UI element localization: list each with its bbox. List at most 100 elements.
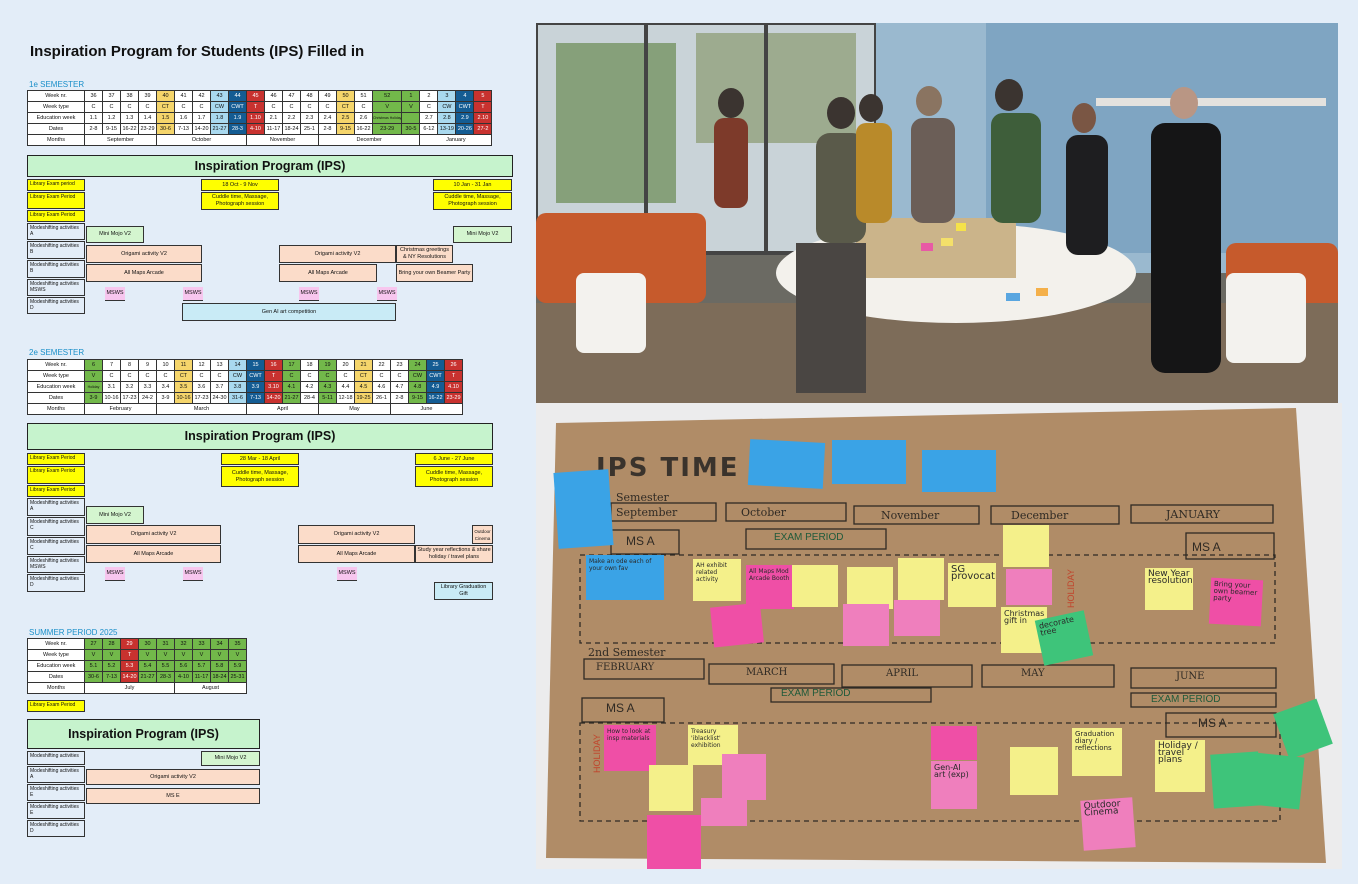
calendar-cell: V xyxy=(102,649,121,661)
exam-period-1: 28 Mar - 18 April xyxy=(221,453,299,465)
sticky-note-sg: SG provocation xyxy=(948,563,996,607)
exam-row-label: Library Exam Period xyxy=(27,700,85,712)
exam-period-2: 6 June - 27 June xyxy=(415,453,493,465)
calendar-cell: 9 xyxy=(138,359,157,371)
sticky-note xyxy=(647,815,701,869)
calendar-cell: 6 xyxy=(84,359,103,371)
calendar-cell: CW xyxy=(210,101,229,113)
calendar-cell: CWT xyxy=(246,370,265,382)
calendar-row-label: Week nr. xyxy=(27,359,85,371)
calendar-cell: C xyxy=(300,370,319,382)
sticky-note xyxy=(1006,569,1052,605)
sticky-note xyxy=(832,440,906,484)
board-month-label: JUNE xyxy=(1176,671,1205,682)
calendar-cell: 4 xyxy=(455,90,475,102)
mini-mojo-block: Mini Mojo V2 xyxy=(201,751,260,766)
calendar-cell: V xyxy=(192,649,211,661)
calendar-row-label: Education week xyxy=(27,660,85,672)
calendar-month: April xyxy=(246,403,319,415)
calendar-cell: 3.4 xyxy=(156,381,175,393)
workshop-photo xyxy=(536,23,1338,403)
calendar-cell: 1.4 xyxy=(138,112,157,124)
calendar-cell: 28-4 xyxy=(300,392,319,404)
arcade-block: All Maps Arcade xyxy=(298,545,415,563)
activity-row-label: Library Exam period xyxy=(27,179,85,191)
mini-mojo-block: Mini Mojo V2 xyxy=(86,226,144,243)
calendar-cell: 46 xyxy=(264,90,283,102)
calendar-cell: C xyxy=(174,101,193,113)
calendar-cell: C xyxy=(138,101,157,113)
calendar-cell: 1 xyxy=(401,90,421,102)
activity-row-label: Modeshifting activities D xyxy=(27,574,85,592)
calendar-cell: CT xyxy=(336,101,355,113)
arcade-block: All Maps Arcade xyxy=(279,264,377,282)
calendar-cell: 31-6 xyxy=(228,392,247,404)
calendar-cell: C xyxy=(318,370,337,382)
calendar-cell: 28-3 xyxy=(228,123,247,135)
calendar-cell: 3-9 xyxy=(84,392,103,404)
calendar-cell: 3 xyxy=(437,90,457,102)
calendar-cell: 1.9 xyxy=(228,112,247,124)
calendar-month: March xyxy=(156,403,247,415)
calendar-cell: 10-16 xyxy=(174,392,193,404)
calendar-cell: 32 xyxy=(174,638,193,650)
calendar-cell: 5.1 xyxy=(84,660,103,672)
calendar-cell: 21-27 xyxy=(138,671,157,683)
calendar-cell: 14-20 xyxy=(192,123,211,135)
calendar-cell: 25-1 xyxy=(300,123,319,135)
calendar-cell: 24 xyxy=(408,359,427,371)
calendar-cell: 11-17 xyxy=(264,123,283,135)
calendar-cell: 23-29 xyxy=(444,392,463,404)
calendar-cell: 1.3 xyxy=(120,112,139,124)
calendar-cell: 3-9 xyxy=(156,392,175,404)
calendar-cell: 2.4 xyxy=(318,112,337,124)
calendar-cell: 4.2 xyxy=(300,381,319,393)
calendar-cell: 11 xyxy=(174,359,193,371)
calendar-cell xyxy=(401,112,421,124)
calendar-row-label: Months xyxy=(27,682,85,694)
calendar-cell: 7-13 xyxy=(174,123,193,135)
calendar-cell: 2.2 xyxy=(282,112,301,124)
board-month-label: October xyxy=(741,506,787,519)
calendar-cell: 38 xyxy=(120,90,139,102)
calendar-cell: C xyxy=(390,370,409,382)
board-title: IPS TIME xyxy=(596,453,740,483)
calendar-cell: 4-10 xyxy=(174,671,193,683)
calendar-cell: Christmas Holiday xyxy=(371,112,403,124)
sticky-note xyxy=(922,450,996,492)
activity-row-label: Library Exam Period xyxy=(27,210,85,222)
calendar-row-label: Dates xyxy=(27,392,85,404)
calendar-cell: 14-20 xyxy=(120,671,139,683)
sticky-note xyxy=(1249,752,1305,810)
calendar-cell: T xyxy=(120,649,139,661)
calendar-row-label: Education week xyxy=(27,381,85,393)
calendar-cell: 7-13 xyxy=(246,392,265,404)
activity-row-label: Modeshifting activities xyxy=(27,751,85,765)
calendar-row-label: Months xyxy=(27,134,85,146)
calendar-cell: C xyxy=(282,370,301,382)
sticky-note xyxy=(847,567,893,609)
calendar-cell: C xyxy=(120,101,139,113)
arcade-block: All Maps Arcade xyxy=(86,545,221,563)
board-month-label: November xyxy=(881,509,940,522)
gen-ai-block: Gen AI art competition xyxy=(182,303,396,321)
sticky-note xyxy=(710,602,764,648)
calendar-month: December xyxy=(317,134,421,146)
calendar-cell: 44 xyxy=(228,90,247,102)
activity-row-label: Library Exam Period xyxy=(27,466,85,484)
calendar-cell: 4.9 xyxy=(426,381,445,393)
calendar-cell: 15 xyxy=(246,359,265,371)
calendar-cell: 14-20 xyxy=(264,392,283,404)
study-reflection-block: Study year reflections & share holiday /… xyxy=(415,545,493,563)
calendar-cell: 3.6 xyxy=(192,381,211,393)
calendar-cell: 22 xyxy=(372,359,391,371)
calendar-cell: 4.4 xyxy=(336,381,355,393)
calendar-cell: 1.1 xyxy=(84,112,103,124)
calendar-cell: CW xyxy=(437,101,457,113)
exam-activity-1: Cuddle time, Massage, Photograph session xyxy=(201,192,279,210)
board-exam-period: EXAM PERIOD xyxy=(774,532,844,543)
calendar-cell: 23-29 xyxy=(371,123,403,135)
board-holiday: HOLIDAY xyxy=(592,734,602,773)
